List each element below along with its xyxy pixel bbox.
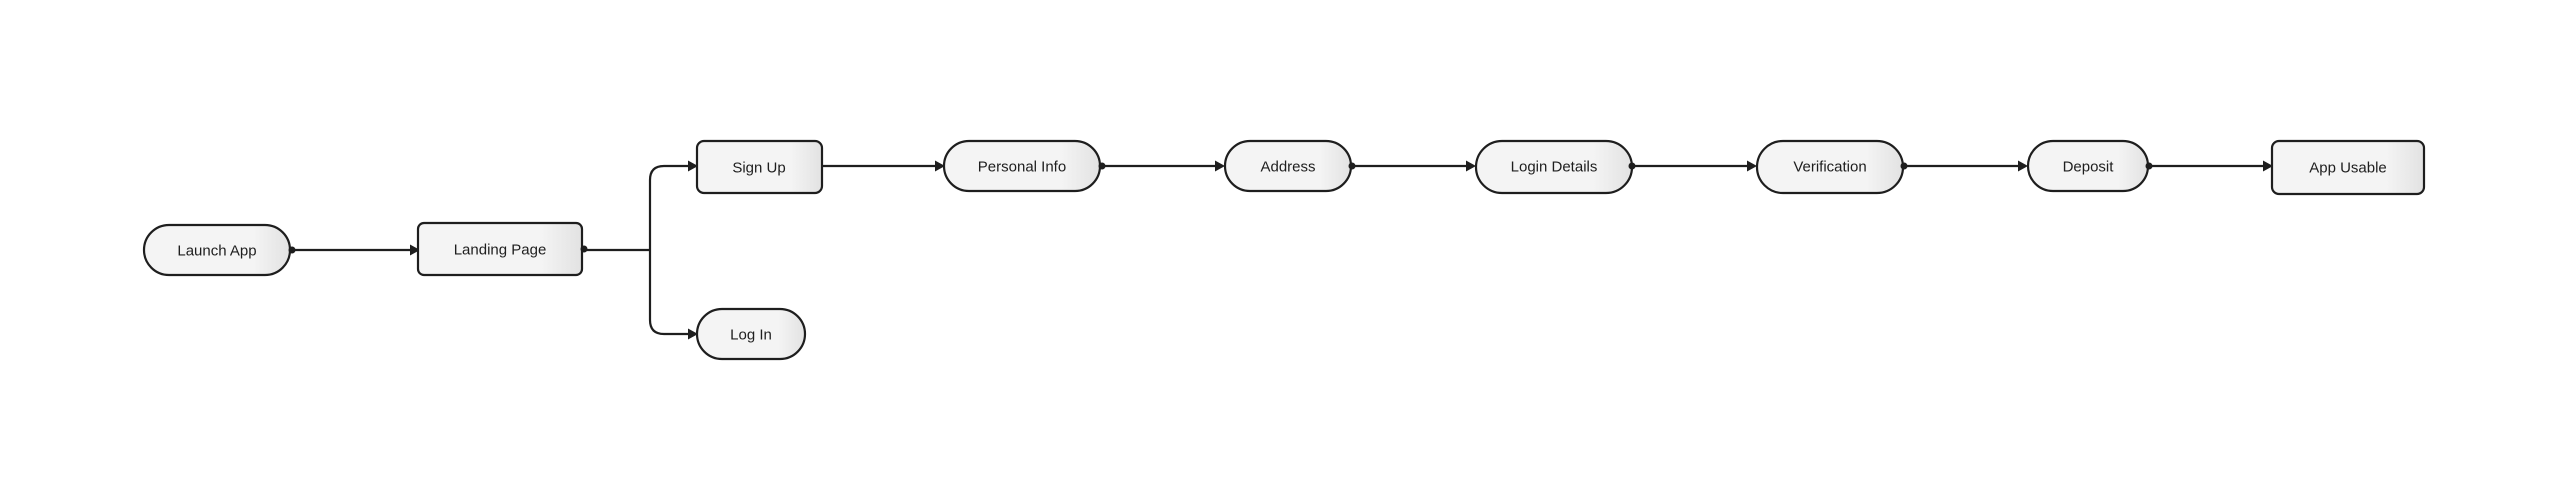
- node-label: Sign Up: [732, 160, 785, 177]
- arrowhead-icon: [2018, 160, 2028, 172]
- node-label: Deposit: [2063, 159, 2115, 176]
- node-label: Log In: [730, 327, 772, 344]
- port-dot-icon: [288, 246, 296, 254]
- arrowhead-icon: [1466, 160, 1476, 172]
- port-dot-icon: [580, 245, 588, 253]
- port-dot-icon: [2145, 162, 2153, 170]
- node-deposit[interactable]: Deposit: [2026, 139, 2150, 193]
- connector-branch-to-signup: [648, 164, 688, 250]
- node-label: Verification: [1793, 159, 1866, 176]
- node-verification[interactable]: Verification: [1755, 139, 1905, 195]
- arrowhead-icon: [410, 244, 420, 256]
- node-personal-info[interactable]: Personal Info: [942, 139, 1102, 193]
- node-label: Launch App: [177, 243, 256, 260]
- node-log-in[interactable]: Log In: [695, 307, 807, 361]
- node-label: App Usable: [2309, 160, 2387, 177]
- node-login-details[interactable]: Login Details: [1474, 139, 1634, 195]
- port-dots: [288, 162, 2153, 254]
- port-dot-icon: [1900, 162, 1908, 170]
- arrowhead-icon: [1747, 160, 1757, 172]
- node-label: Address: [1260, 159, 1315, 176]
- node-launch-app[interactable]: Launch App: [142, 223, 292, 277]
- connectors: [290, 160, 2273, 340]
- port-dot-icon: [1348, 162, 1356, 170]
- node-label: Landing Page: [454, 242, 547, 259]
- connector-branch-to-login: [648, 250, 688, 336]
- node-label: Personal Info: [978, 159, 1066, 176]
- node-sign-up[interactable]: Sign Up: [695, 139, 824, 195]
- node-address[interactable]: Address: [1223, 139, 1353, 193]
- node-label: Login Details: [1511, 159, 1598, 176]
- arrowhead-icon: [1215, 160, 1225, 172]
- arrowhead-icon: [688, 160, 698, 172]
- node-app-usable[interactable]: App Usable: [2270, 139, 2426, 196]
- arrowhead-icon: [935, 160, 945, 172]
- arrowhead-icon: [688, 328, 698, 340]
- arrowhead-icon: [2263, 160, 2273, 172]
- port-dot-icon: [1098, 162, 1106, 170]
- node-landing-page[interactable]: Landing Page: [416, 221, 584, 277]
- port-dot-icon: [1628, 162, 1636, 170]
